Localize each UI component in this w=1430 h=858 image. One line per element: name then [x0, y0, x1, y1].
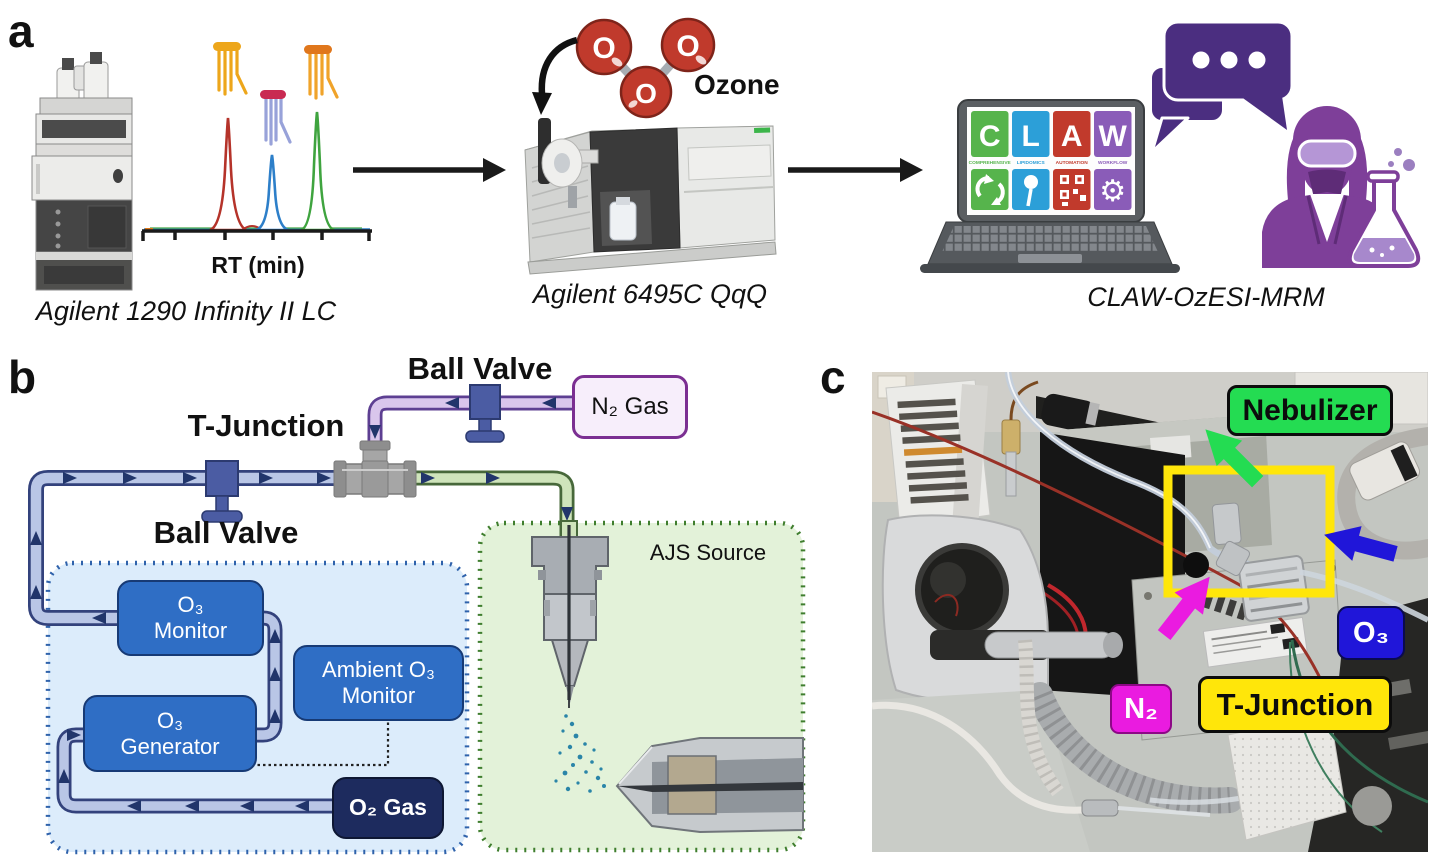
ozone-atom-o: O: [676, 30, 699, 63]
ozone-label: Ozone: [694, 69, 780, 100]
o2-gas-box: O₂ Gas: [332, 777, 444, 839]
claw-tile-letter: A: [1061, 120, 1083, 153]
mass-spec-icon: [524, 118, 777, 275]
ambient-monitor-dotted-link: [250, 717, 390, 767]
ozone-atom-o: O: [592, 32, 615, 65]
ambient-o3-line2: Monitor: [341, 683, 416, 708]
o3-monitor-line1: O₃: [177, 592, 204, 618]
claw-tile-word: AUTOMATION: [1056, 160, 1089, 166]
qr-maze-icon: [1060, 175, 1086, 206]
ms-inlet-icon: [615, 737, 804, 834]
n2-gas-box: N₂ Gas: [572, 375, 688, 439]
claw-logo: C L A W COMPREHENSIVE LIPIDOMICS AUTOMAT…: [969, 111, 1132, 210]
n2-chip: N₂: [1110, 684, 1172, 734]
o2-gas-label: O₂ Gas: [349, 794, 427, 821]
flask-icon: [1347, 148, 1421, 268]
lc-caption: Agilent 1290 Infinity II LC: [35, 296, 337, 326]
claw-tile-word: COMPREHENSIVE: [969, 160, 1012, 166]
ball-valve-icon: [201, 460, 243, 523]
gear-icon: ⚙: [1099, 175, 1126, 208]
laptop-icon: C L A W COMPREHENSIVE LIPIDOMICS AUTOMAT…: [920, 99, 1180, 273]
claw-tile-letter: C: [979, 120, 1001, 153]
ambient-o3-monitor-box: Ambient O₃ Monitor: [293, 645, 464, 721]
claw-tile-word: WORKFLOW: [1098, 160, 1128, 166]
t-junction-label: T-Junction: [187, 408, 345, 443]
panel-b-letter: b: [8, 351, 37, 403]
blue-arrow-icon: [1324, 526, 1398, 562]
chromatogram: [141, 111, 372, 241]
curved-arrow-icon: [532, 36, 578, 115]
claw-tile-letter: W: [1099, 120, 1128, 153]
ball-valve-icon: [465, 384, 505, 443]
ms-caption: Agilent 6495C QqQ: [532, 279, 768, 309]
recycle-icon: [975, 174, 1005, 205]
ball-valve-top-label: Ball Valve: [407, 351, 553, 386]
chat-bubbles-icon: [1148, 20, 1294, 154]
ozone-molecule-icon: O O O: [575, 17, 716, 119]
claw-tile-letter: L: [1022, 120, 1040, 153]
lipid-icons: [213, 42, 339, 146]
workflow-caption: CLAW-OzESI-MRM: [1087, 282, 1325, 312]
arrow-right-icon: [353, 158, 506, 182]
claw-tile-word: LIPIDOMICS: [1017, 160, 1046, 166]
panel-c-letter: c: [820, 351, 846, 403]
o3-chip: O₃: [1337, 606, 1405, 660]
nebulizer-chip: Nebulizer: [1227, 385, 1393, 436]
n2-gas-label: N₂ Gas: [591, 392, 669, 420]
lipid-pin-icon: [1024, 175, 1038, 207]
ozone-atom-o: O: [635, 78, 657, 109]
o3-generator-box: O₃ Generator: [83, 695, 257, 772]
arrow-right-icon: [788, 158, 923, 182]
esi-sprayer-icon: [531, 520, 609, 708]
rt-axis-label: RT (min): [211, 252, 305, 278]
magenta-arrow-icon: [1157, 576, 1210, 641]
t-junction-chip: T-Junction: [1198, 676, 1392, 733]
lc-instrument-icon: [31, 52, 133, 291]
ambient-o3-line1: Ambient O₃: [322, 657, 435, 683]
green-arrow-icon: [1205, 429, 1264, 488]
o3-generator-line2: Generator: [120, 733, 220, 759]
panel-a-letter: a: [8, 5, 34, 57]
t-junction-fitting-icon: [333, 440, 417, 498]
ajs-source-label: AJS Source: [649, 540, 767, 565]
o3-monitor-line2: Monitor: [153, 618, 228, 643]
spray-dots: [554, 714, 606, 793]
o3-monitor-box: O₃ Monitor: [117, 580, 264, 656]
ball-valve-bottom-label: Ball Valve: [153, 515, 299, 550]
o3-generator-line1: O₃: [156, 707, 184, 733]
